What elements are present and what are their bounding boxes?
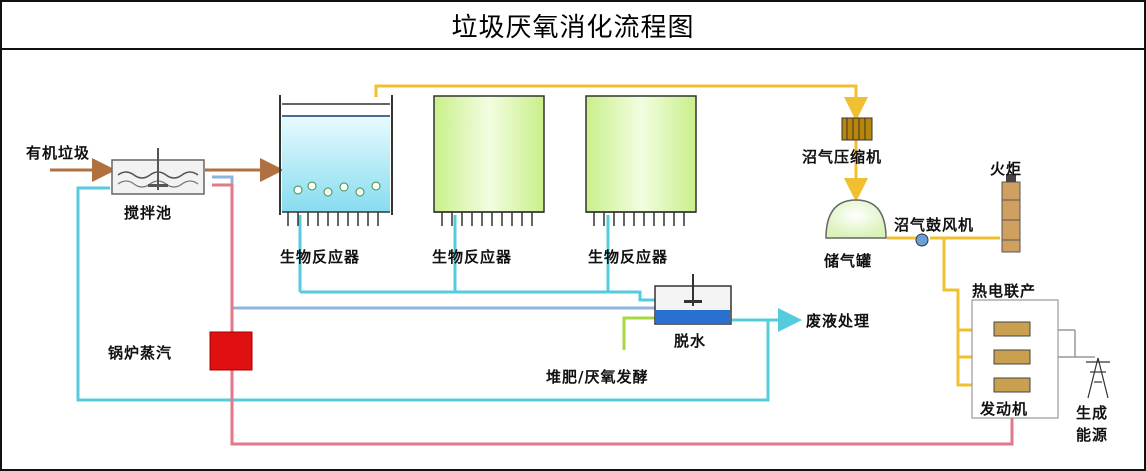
compost-label: 堆肥/厌氧发酵 [546,368,648,386]
mixing-tank-label: 搅拌池 [124,204,172,222]
flare-label: 火炬 [990,160,1022,178]
chp-label: 热电联产 [972,282,1036,300]
dewatering-label: 脱水 [674,332,706,350]
compressor-label: 沼气压缩机 [802,148,882,166]
gas-compressor [841,117,873,141]
mixing-tank [111,148,205,195]
power-label-line2: 能源 [1076,426,1108,444]
reactor-1 [279,95,393,226]
diagram-title: 垃圾厌氧消化流程图 [451,12,695,43]
reactor-2-label: 生物反应器 [432,248,512,266]
title-bar: 垃圾厌氧消化流程图 [2,2,1144,50]
gas-storage-label: 储气罐 [824,252,872,270]
engine-label: 发动机 [979,400,1028,418]
flare-stack [1001,174,1021,253]
boiler-steam-box [209,331,253,371]
gas-storage-tank [825,199,887,239]
dewatering-unit [654,274,732,325]
reactor-3 [585,95,697,226]
compost-pipe [622,316,655,350]
reactor-3-label: 生物反应器 [588,248,668,266]
chp-unit [971,299,1059,419]
power-tower [1086,357,1110,399]
organic-waste-label: 有机垃圾 [26,144,90,162]
power-label-line1: 生成 [1076,404,1108,422]
gas-blower [915,233,929,247]
digestate-pipe [76,186,802,402]
steam-pipe [212,183,1014,446]
blower-label: 沼气鼓风机 [894,216,974,234]
wastewater-label: 废液处理 [806,312,870,330]
reactor-2 [433,95,545,226]
boiler-label: 锅炉蒸汽 [108,344,172,362]
reactor-1-label: 生物反应器 [280,248,360,266]
